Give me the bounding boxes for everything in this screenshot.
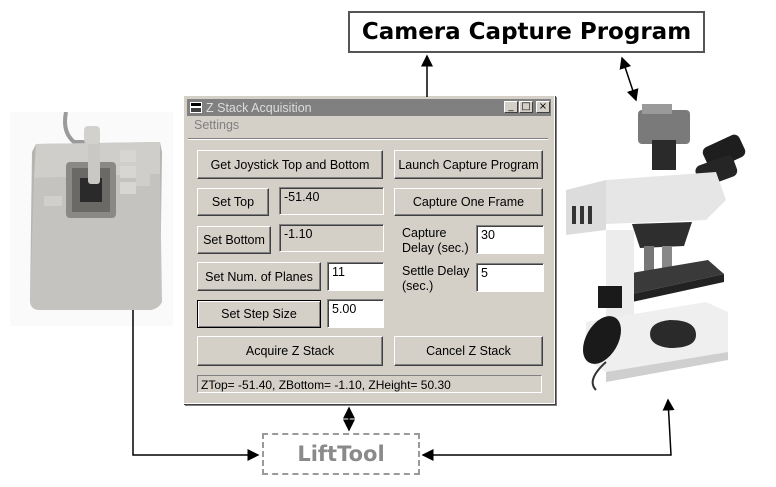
settle-delay-input[interactable]: 5 [476, 263, 544, 292]
settle-delay-label-line2: (sec.) [402, 279, 434, 293]
bottom-value-field: -1.10 [279, 224, 384, 252]
capture-delay-label-line2: Delay (sec.) [402, 241, 469, 255]
close-button[interactable]: × [536, 101, 550, 113]
maximize-button[interactable]: □ [519, 101, 533, 113]
lifttool-label: LiftTool [262, 433, 420, 475]
window-title: Z Stack Acquisition [206, 100, 312, 115]
maximize-icon: □ [521, 101, 531, 112]
get-joystick-button[interactable]: Get Joystick Top and Bottom [197, 150, 383, 179]
minimize-icon: _ [508, 101, 514, 112]
set-step-size-button[interactable]: Set Step Size [197, 300, 321, 328]
lifttool-text: LiftTool [297, 442, 385, 466]
capture-delay-input[interactable]: 30 [476, 225, 544, 254]
cancel-z-stack-button[interactable]: Cancel Z Stack [394, 336, 543, 366]
settle-delay-label-line1: Settle Delay [402, 264, 470, 278]
camera-capture-program-label: Camera Capture Program [348, 11, 705, 53]
joystick-image [10, 111, 173, 326]
set-top-button[interactable]: Set Top [197, 188, 269, 216]
menu-settings[interactable]: Settings [194, 118, 240, 132]
step-size-input[interactable]: 5.00 [327, 299, 384, 328]
capture-one-frame-button[interactable]: Capture One Frame [394, 188, 543, 216]
minimize-button[interactable]: _ [504, 101, 518, 113]
microscope-image [566, 90, 766, 395]
menu-separator [188, 138, 548, 140]
camera-capture-program-text: Camera Capture Program [361, 19, 692, 45]
close-icon: × [538, 101, 548, 112]
arrow-lifttool-microscope [421, 398, 675, 461]
z-stack-dialog: Z Stack Acquisition _ □ × Settings Get J… [183, 95, 555, 404]
set-num-planes-button[interactable]: Set Num. of Planes [197, 262, 321, 291]
title-bar[interactable]: Z Stack Acquisition _ □ × [187, 99, 551, 116]
app-icon [190, 102, 202, 113]
set-bottom-button[interactable]: Set Bottom [197, 226, 271, 254]
num-planes-input[interactable]: 11 [327, 262, 384, 291]
menu-bar: Settings [188, 118, 548, 134]
capture-delay-label-line1: Capture [402, 226, 447, 240]
status-bar: ZTop= -51.40, ZBottom= -1.10, ZHeight= 5… [197, 375, 542, 393]
top-value-field: -51.40 [279, 187, 384, 215]
acquire-z-stack-button[interactable]: Acquire Z Stack [197, 336, 383, 366]
launch-capture-button[interactable]: Launch Capture Program [394, 150, 543, 179]
